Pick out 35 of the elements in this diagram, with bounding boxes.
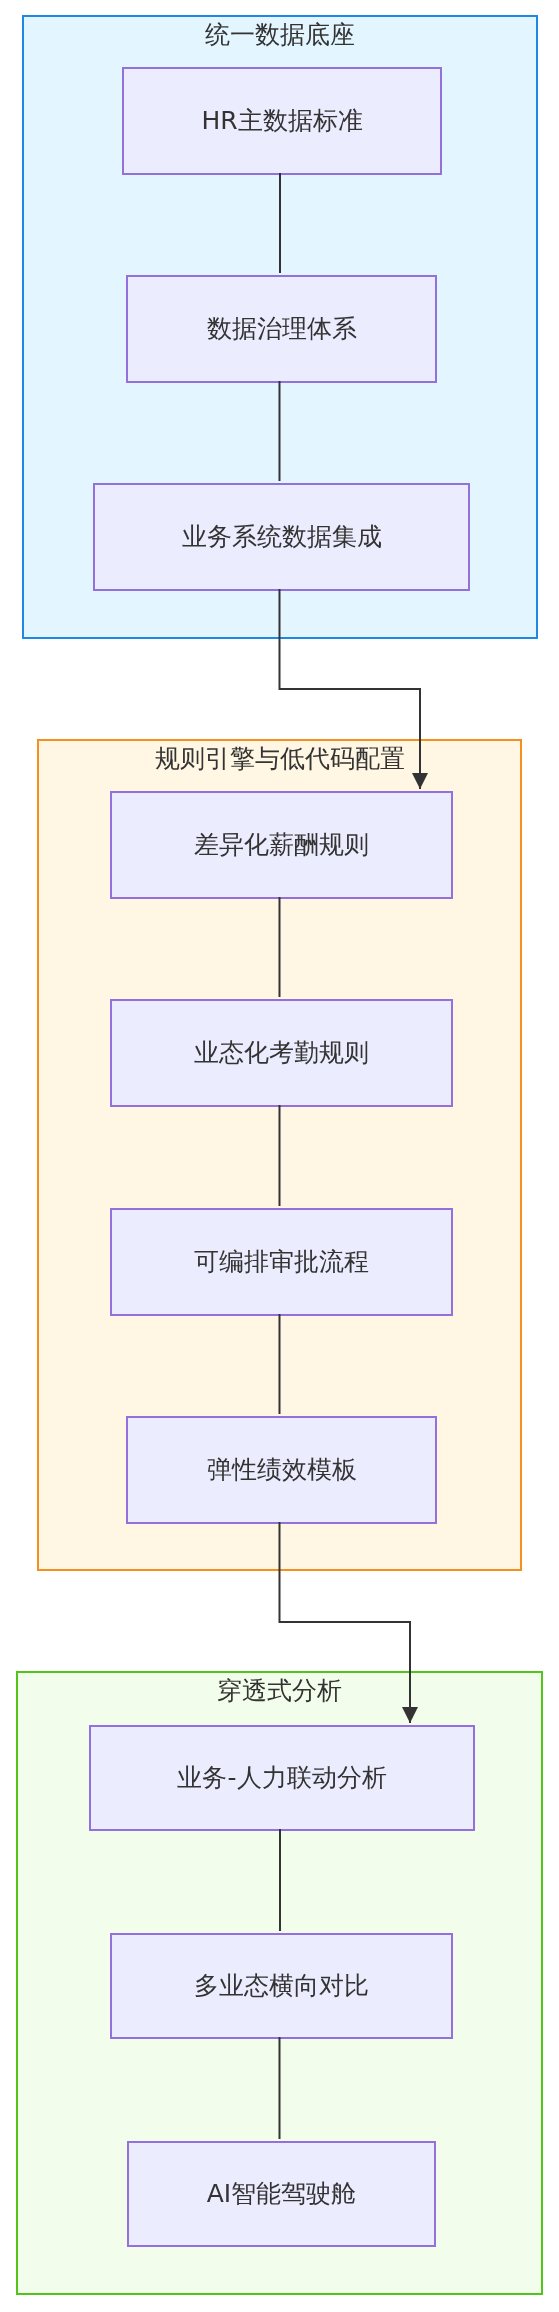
group-container: [16, 1671, 543, 2295]
box-label: AI智能驾驶舱: [206, 2178, 357, 2210]
connector-line: [279, 1828, 281, 1932]
group-title: 统一数据底座: [204, 19, 356, 51]
arrow: [278, 1521, 418, 1724]
connector-line: [278, 1104, 281, 1207]
connector-line: [278, 1313, 281, 1415]
connector-line: [278, 2036, 281, 2140]
process-box: [110, 999, 453, 1107]
box-label: 业务-人力联动分析: [177, 1762, 387, 1794]
box-label: 差异化薪酬规则: [194, 829, 369, 861]
connector-line: [279, 172, 281, 274]
process-box: [110, 791, 453, 899]
arrow: [278, 588, 428, 790]
process-box: [89, 1725, 475, 1831]
group-container: [22, 15, 538, 639]
box-label: 业务系统数据集成: [181, 521, 382, 553]
box-label: HR主数据标准: [201, 105, 363, 137]
group-title: 规则引擎与低代码配置: [153, 743, 406, 775]
box-label: 多业态横向对比: [194, 1970, 369, 2002]
process-box: [110, 1208, 453, 1316]
process-box: [127, 2141, 436, 2247]
process-box: [93, 483, 470, 591]
process-box: [110, 1933, 453, 2039]
process-box: [122, 67, 442, 175]
group-container: [37, 739, 522, 1571]
box-label: 可编排审批流程: [194, 1246, 369, 1278]
group-title: 穿透式分析: [216, 1675, 343, 1707]
box-label: 数据治理体系: [206, 313, 357, 345]
process-box: [126, 275, 437, 383]
box-label: 弹性绩效模板: [206, 1454, 357, 1486]
connector-line: [278, 896, 281, 998]
box-label: 业态化考勤规则: [194, 1037, 369, 1069]
connector-line: [278, 380, 281, 482]
process-box: [126, 1416, 437, 1524]
